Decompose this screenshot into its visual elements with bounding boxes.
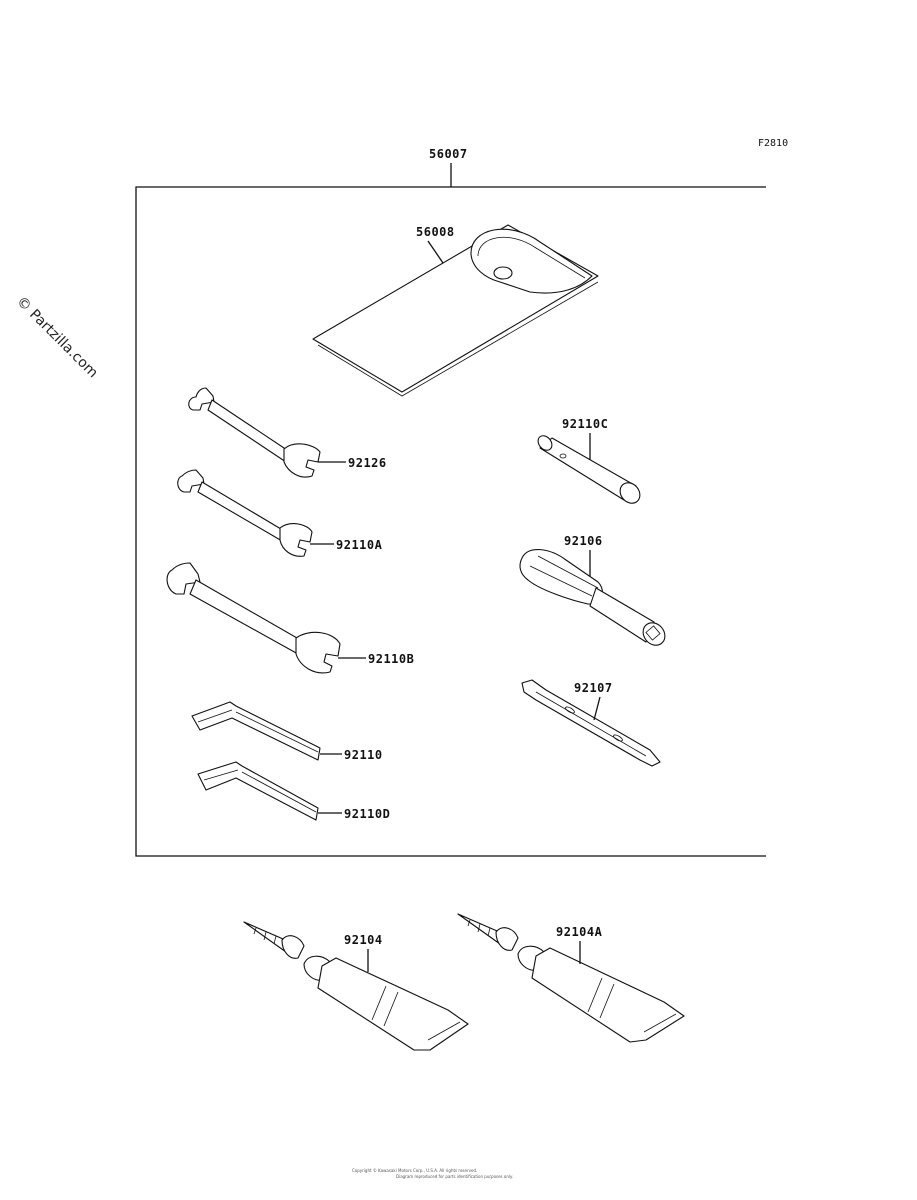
watermark: © Partzilla.com	[13, 294, 101, 382]
label-wrench-a[interactable]: 92126	[348, 456, 387, 470]
label-wrench-c[interactable]: 92110B	[368, 652, 414, 666]
label-hex-key-a[interactable]: 92110	[344, 748, 383, 762]
wrench-92126[interactable]	[188, 387, 321, 478]
handle-92106[interactable]	[519, 549, 669, 650]
label-handle[interactable]: 92106	[564, 534, 603, 548]
wrench-92110b[interactable]	[166, 562, 341, 674]
label-wrench-b[interactable]: 92110A	[336, 538, 383, 552]
label-kit[interactable]: 56007	[429, 147, 468, 161]
label-screwdriver[interactable]: 92107	[574, 681, 613, 695]
hex-key-92110d[interactable]	[197, 761, 319, 821]
plug-wrench-92110c[interactable]	[535, 433, 644, 507]
label-tube-b[interactable]: 92104A	[556, 925, 603, 939]
footer-line-2: Diagram reproduced for parts identificat…	[396, 1174, 513, 1179]
screwdriver-92107[interactable]	[521, 679, 661, 767]
kit-frame	[135, 186, 766, 857]
tube-92104a[interactable]	[457, 913, 685, 1043]
label-tube-a[interactable]: 92104	[344, 933, 383, 947]
label-case[interactable]: 56008	[416, 225, 455, 239]
tool-case[interactable]	[312, 224, 599, 397]
footer-line-1: Copyright © Kawasaki Motors Corp., U.S.A…	[352, 1168, 477, 1173]
hex-key-92110[interactable]	[191, 701, 321, 761]
figure-code: F2810	[758, 138, 788, 149]
label-hex-key-b[interactable]: 92110D	[344, 807, 390, 821]
tube-92104[interactable]	[243, 921, 469, 1051]
label-plug-wrench[interactable]: 92110C	[562, 417, 608, 431]
wrench-92110a[interactable]	[177, 469, 313, 557]
